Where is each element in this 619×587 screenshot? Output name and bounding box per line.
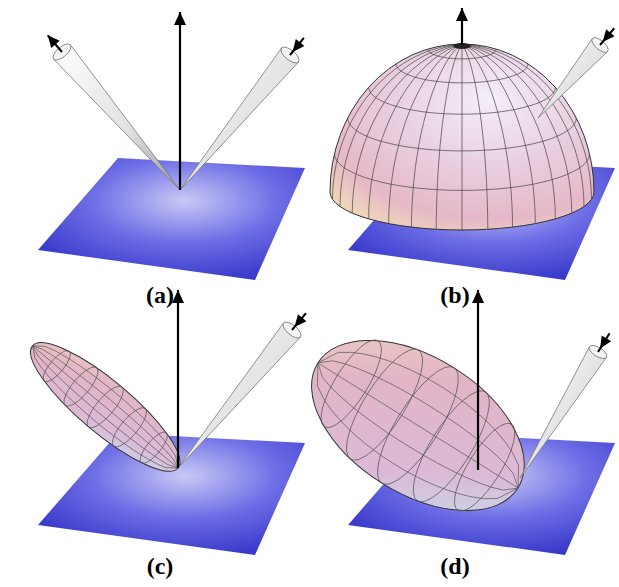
dome-grid	[462, 44, 555, 219]
panel-label: (b)	[440, 282, 469, 308]
reflection-lobe	[16, 326, 195, 488]
dome-grid	[340, 44, 462, 207]
dome-grid	[333, 44, 463, 199]
dome-grid	[462, 44, 584, 207]
normal-arrow	[179, 12, 181, 190]
panel-label-box: (c)	[147, 553, 174, 580]
dome-grid	[462, 44, 488, 229]
arrow-head	[603, 29, 615, 42]
dome-grid	[462, 44, 463, 230]
arrow-head	[174, 12, 186, 25]
dome-grid	[389, 44, 462, 224]
reflection-lobe	[282, 305, 554, 545]
panel-label: (c)	[147, 553, 174, 579]
dome-grid	[412, 44, 463, 227]
dome-grid	[462, 44, 535, 224]
ray-line	[600, 28, 614, 45]
panel-label: (a)	[146, 282, 174, 308]
light-cone	[178, 323, 300, 468]
light-cone	[180, 48, 299, 190]
arrow-head	[48, 35, 60, 48]
ray-line	[290, 38, 304, 55]
arrow-head	[295, 314, 307, 327]
lobe-grid	[317, 363, 518, 499]
light-cone	[520, 347, 607, 478]
arrow-head	[600, 336, 611, 349]
panel-label-box: (b)	[440, 282, 469, 309]
lobe-grid	[318, 363, 518, 490]
surface-plane	[38, 158, 305, 280]
dome-grid	[352, 44, 462, 213]
lobe-grid	[33, 346, 179, 468]
panel-label: (d)	[440, 553, 469, 579]
lobe-grid	[33, 346, 179, 468]
lobe-grid	[33, 346, 179, 468]
lobe-grid	[33, 346, 179, 468]
ray-line	[48, 35, 62, 52]
normal-arrow	[477, 290, 479, 470]
hemisphere	[330, 44, 594, 230]
dome-grid	[462, 44, 572, 213]
lobe-grid	[33, 346, 179, 468]
light-cone	[538, 39, 608, 118]
panel-label-box: (a)	[146, 282, 174, 309]
arrow-head	[293, 39, 305, 52]
light-cone	[54, 45, 180, 190]
dome-grid	[369, 44, 462, 219]
lobe-grid	[318, 363, 518, 488]
normal-arrow	[177, 290, 179, 468]
ray-line	[292, 313, 306, 330]
dome-grid	[436, 44, 462, 229]
panel-label-box: (d)	[440, 553, 469, 580]
arrow-head	[472, 290, 484, 303]
lobe-grid	[318, 352, 519, 488]
arrow-head	[456, 8, 468, 21]
lobe-grid	[318, 361, 518, 488]
